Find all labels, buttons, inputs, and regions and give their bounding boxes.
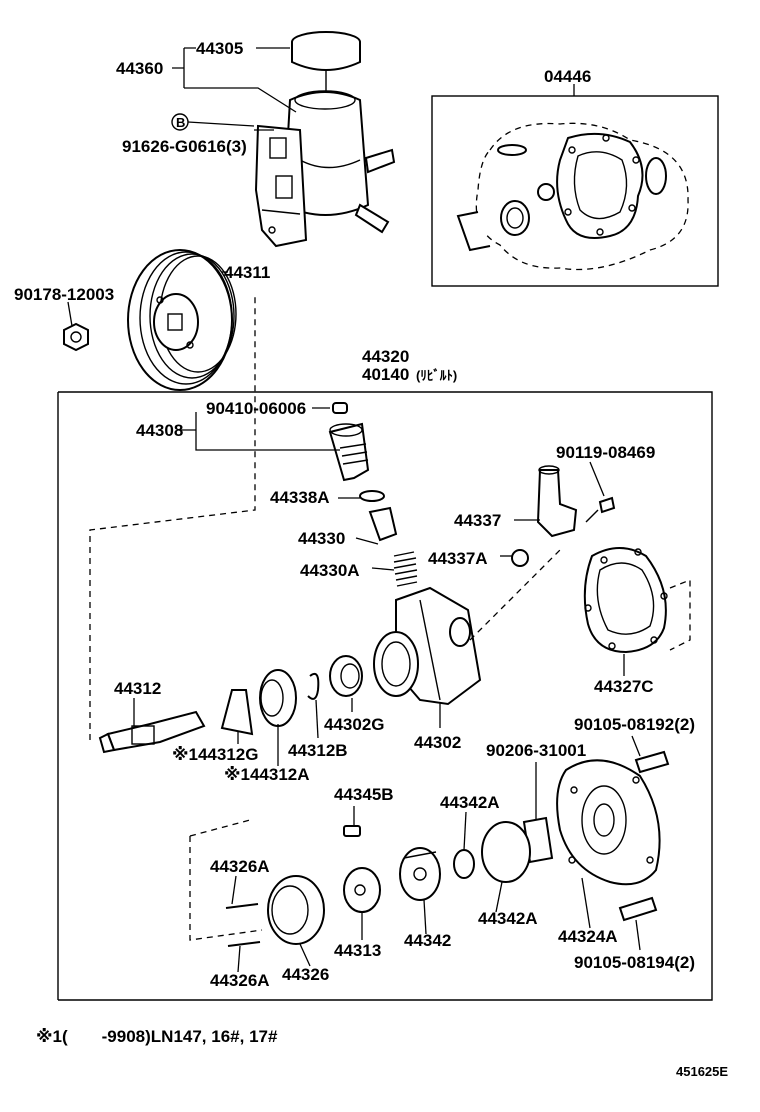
label-44327c: 44327C (594, 677, 654, 696)
label-44360: 44360 (116, 59, 163, 78)
clip-44312g (220, 689, 254, 736)
rotor-44313 (343, 867, 381, 913)
label-44342: 44342 (404, 931, 451, 950)
label-44324a: 44324A (558, 927, 618, 946)
label-90206: 90206-31001 (486, 741, 586, 760)
cam-ring-44326 (267, 875, 325, 945)
label-44326: 44326 (282, 965, 329, 984)
label-44311: 44311 (224, 263, 270, 282)
label-44308: 44308 (136, 421, 183, 440)
label-44342a-bottom: 44342A (478, 909, 538, 928)
label-91626: 91626-G0616(3) (122, 137, 247, 156)
leader-lines (67, 47, 641, 973)
label-90178: 90178-12003 (14, 285, 114, 304)
pin-44326a-top (225, 903, 259, 909)
callout-circle-b (171, 113, 189, 131)
diagram-id: 451625E (676, 1064, 728, 1079)
valve-44330 (368, 506, 398, 542)
label-44302g: 44302G (324, 715, 385, 734)
label-44337: 44337 (454, 511, 501, 530)
footnote: ※1( -9908)LN147, 16#, 17# (36, 1027, 278, 1046)
label-44312g: ※144312G (172, 745, 258, 764)
label-44330a: 44330A (300, 561, 360, 580)
o-ring-44338a (359, 490, 385, 502)
label-90119: 90119-08469 (556, 443, 655, 462)
o-ring-44342a-small (453, 849, 475, 879)
gasket-44327c (583, 547, 668, 654)
label-44312a: ※144312A (224, 765, 310, 784)
label-90105-08192: 90105-08192(2) (574, 715, 695, 734)
gasket-kit-04446 (431, 95, 719, 287)
rear-cover-44324a (556, 759, 661, 886)
ring-44312b (307, 672, 320, 700)
label-44320: 44320 (362, 347, 409, 366)
bolt-90105-08192 (634, 750, 670, 774)
label-44326a-top: 44326A (210, 857, 270, 876)
valve-44308 (328, 402, 370, 482)
shaft-44312 (98, 710, 206, 754)
nut-90178 (63, 322, 89, 352)
label-44302: 44302 (414, 733, 461, 752)
label-44305: 44305 (196, 39, 243, 58)
label-44345b: 44345B (334, 785, 394, 804)
pin-44326a-bottom (227, 941, 261, 947)
union-44337 (536, 465, 578, 538)
label-44330: 44330 (298, 529, 345, 548)
bearing-44312a (259, 669, 297, 727)
bolt-90119 (585, 496, 616, 523)
label-44312: 44312 (114, 679, 161, 698)
pump-body-44302 (373, 586, 482, 706)
vane-44345b (343, 825, 361, 837)
label-44312b: 44312B (288, 741, 348, 760)
label-44338a: 44338A (270, 488, 330, 507)
washer-44337a (511, 549, 529, 567)
reservoir-assembly (254, 31, 396, 248)
bolt-90105-08194 (618, 896, 658, 922)
label-44337a: 44337A (428, 549, 488, 568)
label-04446: 04446 (544, 67, 591, 86)
label-40140-note: (ﾘﾋﾞﾙﾄ) (416, 368, 457, 383)
label-44342a-top: 44342A (440, 793, 500, 812)
pulley (127, 249, 237, 391)
label-44326a-bottom: 44326A (210, 971, 270, 990)
o-ring-44342a-large (481, 821, 531, 883)
label-40140: 40140 (362, 365, 409, 384)
plate-44342 (399, 847, 441, 901)
seal-44302g (329, 655, 363, 697)
spring-44330a (393, 551, 418, 587)
label-44313: 44313 (334, 941, 381, 960)
label-callout-b: B (176, 115, 185, 130)
label-90410: 90410-06006 (206, 399, 306, 418)
part-labels: 44305 44360 B 91626-G0616(3) 04446 44311… (14, 39, 695, 990)
label-90105-08194: 90105-08194(2) (574, 953, 695, 972)
